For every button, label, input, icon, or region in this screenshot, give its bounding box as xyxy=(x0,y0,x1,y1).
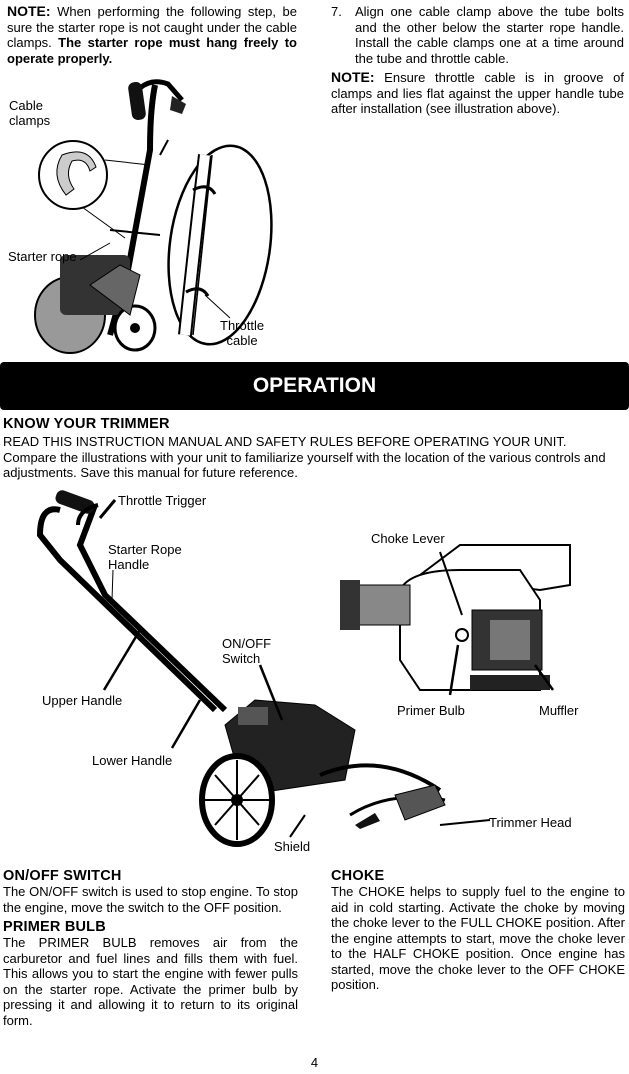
label-upper-handle: Upper Handle xyxy=(42,693,123,708)
label-lower-handle: Lower Handle xyxy=(92,753,173,768)
label-primer-bulb: Primer Bulb xyxy=(397,703,465,718)
heading-onoff-switch: ON/OFF SWITCH xyxy=(3,868,122,884)
label-starter-rope: Starter rope xyxy=(8,249,77,264)
section-banner-operation: OPERATION xyxy=(0,362,629,410)
step-7: 7. Align one cable clamp above the tube … xyxy=(331,4,624,117)
choke-text: The CHOKE helps to supply fuel to the en… xyxy=(331,884,625,992)
top-note: NOTE: When performing the following step… xyxy=(7,3,297,66)
label-trimmer-head: Trimmer Head xyxy=(489,815,572,830)
note-label: NOTE: xyxy=(7,3,51,19)
heading-choke: CHOKE xyxy=(331,868,385,884)
heading-primer-bulb: PRIMER BULB xyxy=(3,919,106,935)
note-text-2: Ensure throttle cable is in groove of cl… xyxy=(331,70,624,116)
step-number: 7. xyxy=(331,4,342,19)
warning-line: READ THIS INSTRUCTION MANUAL AND SAFETY … xyxy=(3,434,567,449)
onoff-text: The ON/OFF switch is used to stop engine… xyxy=(3,884,298,915)
label-throttle-trigger: Throttle Trigger xyxy=(118,493,207,508)
step-text: Align one cable clamp above the tube bol… xyxy=(355,4,624,66)
right-column: CHOKE The CHOKE helps to supply fuel to … xyxy=(331,868,625,993)
know-your-trimmer: KNOW YOUR TRIMMER READ THIS INSTRUCTION … xyxy=(3,416,627,481)
trimmer-illustration xyxy=(36,490,571,847)
label-choke-lever: Choke Lever xyxy=(371,531,445,546)
page-number: 4 xyxy=(310,1055,319,1070)
left-column: ON/OFF SWITCH The ON/OFF switch is used … xyxy=(3,868,298,1028)
know-text: Compare the illustrations with your unit… xyxy=(3,449,606,481)
note-label-2: NOTE: xyxy=(331,69,375,85)
note-text: When performing the following step, be s… xyxy=(7,4,297,50)
heading-know-your-trimmer: KNOW YOUR TRIMMER xyxy=(3,416,170,432)
label-muffler: Muffler xyxy=(539,703,579,718)
label-shield: Shield xyxy=(274,839,311,854)
primer-text: The PRIMER BULB removes air from the car… xyxy=(3,935,298,1028)
cable-clamp-illustration xyxy=(34,79,273,354)
note-bold-text: The starter rope must hang freely to ope… xyxy=(7,35,297,66)
